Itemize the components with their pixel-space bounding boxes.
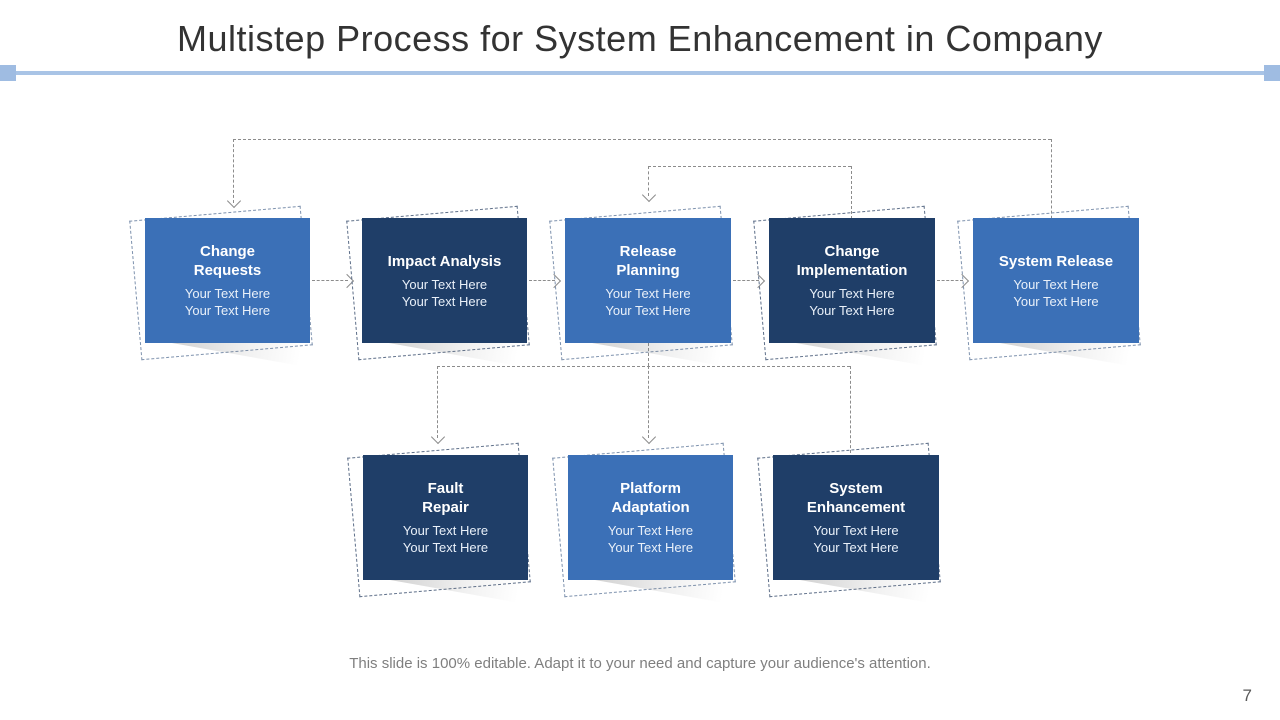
box-body-text: Your Text Here Your Text Here bbox=[809, 286, 895, 318]
divider-left-cap bbox=[0, 65, 16, 81]
process-box-release-planning[interactable]: Release Planning Your Text Here Your Tex… bbox=[549, 205, 745, 370]
box-title: Change Implementation bbox=[796, 243, 908, 279]
page-number: 7 bbox=[1242, 686, 1252, 705]
arrowhead-down-icon bbox=[641, 187, 657, 203]
box-body-text: Your Text Here Your Text Here bbox=[813, 523, 899, 555]
connector-changeimplementation-systemrelease bbox=[937, 280, 963, 281]
box-body-text: Your Text Here Your Text Here bbox=[401, 276, 488, 309]
connector-releaseplanning-changeimplementation bbox=[733, 280, 759, 281]
connector-impactanalysis-releaseplanning bbox=[529, 280, 555, 281]
connector-feedback-mid-left-vertical bbox=[648, 166, 649, 196]
divider-line bbox=[0, 65, 1280, 81]
box-face: System Enhancement Your Text Here Your T… bbox=[773, 455, 939, 580]
box-face: System Release Your Text Here Your Text … bbox=[973, 218, 1139, 343]
connector-changerequests-impactanalysis bbox=[312, 280, 348, 281]
connector-to-systemenhancement bbox=[850, 366, 851, 458]
connector-distribution-stem bbox=[648, 343, 649, 366]
box-body-text: Your Text Here Your Text Here bbox=[607, 523, 694, 555]
connector-distribution-horizontal bbox=[437, 366, 850, 367]
box-face: Platform Adaptation Your Text Here Your … bbox=[568, 455, 733, 580]
box-body-text: Your Text Here Your Text Here bbox=[402, 523, 489, 555]
connector-feedback-top-right-vertical bbox=[1051, 139, 1052, 229]
connector-feedback-top-left-vertical bbox=[233, 139, 234, 203]
connector-feedback-mid-horizontal bbox=[648, 166, 851, 167]
box-face: Impact Analysis Your Text Here Your Text… bbox=[362, 218, 527, 343]
box-face: Change Implementation Your Text Here You… bbox=[769, 218, 935, 343]
arrowhead-down-icon bbox=[430, 429, 446, 445]
process-box-platform-adaptation[interactable]: Platform Adaptation Your Text Here Your … bbox=[552, 442, 747, 607]
process-box-change-implementation[interactable]: Change Implementation Your Text Here You… bbox=[753, 205, 949, 370]
process-box-change-requests[interactable]: Change Requests Your Text Here Your Text… bbox=[129, 205, 324, 370]
arrowhead-down-icon bbox=[226, 193, 242, 209]
box-body-text: Your Text Here Your Text Here bbox=[605, 286, 691, 318]
box-title: System Enhancement bbox=[806, 480, 906, 516]
connector-feedback-top-horizontal bbox=[233, 139, 1051, 140]
box-body-text: Your Text Here Your Text Here bbox=[1013, 276, 1099, 309]
box-face: Release Planning Your Text Here Your Tex… bbox=[565, 218, 731, 343]
arrowhead-down-icon bbox=[641, 429, 657, 445]
process-box-fault-repair[interactable]: Fault Repair Your Text Here Your Text He… bbox=[347, 442, 542, 607]
editable-note[interactable]: This slide is 100% editable. Adapt it to… bbox=[349, 655, 931, 672]
box-title: Release Planning bbox=[616, 243, 680, 279]
box-body-text: Your Text Here Your Text Here bbox=[184, 286, 271, 318]
process-box-impact-analysis[interactable]: Impact Analysis Your Text Here Your Text… bbox=[346, 205, 541, 370]
box-title: Platform Adaptation bbox=[611, 480, 690, 516]
box-title: System Release bbox=[998, 252, 1114, 270]
box-title: Fault Repair bbox=[422, 480, 469, 516]
slide-title[interactable]: Multistep Process for System Enhancement… bbox=[177, 18, 1103, 59]
process-box-system-enhancement[interactable]: System Enhancement Your Text Here Your T… bbox=[757, 442, 953, 607]
connector-to-platformadaptation bbox=[648, 366, 649, 438]
connector-feedback-mid-right-vertical bbox=[851, 166, 852, 224]
box-title: Impact Analysis bbox=[387, 252, 502, 270]
divider-right-cap bbox=[1264, 65, 1280, 81]
connector-to-faultrepair bbox=[437, 366, 438, 438]
box-face: Change Requests Your Text Here Your Text… bbox=[145, 218, 310, 343]
box-face: Fault Repair Your Text Here Your Text He… bbox=[363, 455, 528, 580]
process-box-system-release[interactable]: System Release Your Text Here Your Text … bbox=[957, 205, 1153, 370]
box-title: Change Requests bbox=[193, 243, 262, 279]
